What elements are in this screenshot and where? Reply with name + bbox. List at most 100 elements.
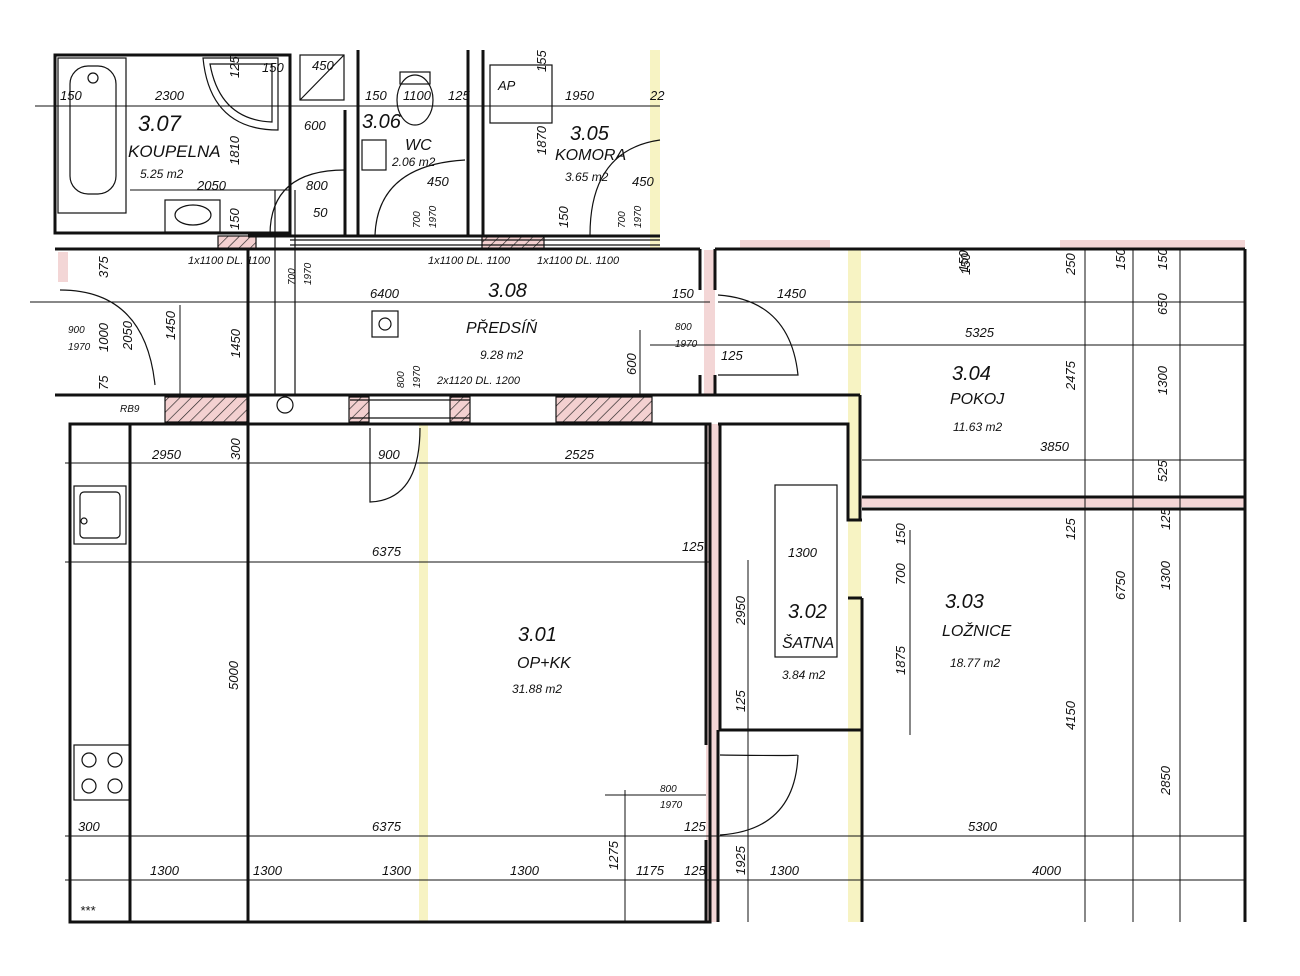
dimension-label: 6750: [1113, 570, 1128, 600]
dimension-label: 1925: [733, 845, 748, 875]
room-area: 31.88 m2: [512, 682, 562, 696]
dimension-label: 900: [378, 447, 400, 462]
dimension-label: 2300: [154, 88, 185, 103]
dimension-label: 900: [68, 325, 85, 336]
dimension-label: 6400: [370, 286, 400, 301]
dimension-label: 800: [396, 371, 407, 388]
dimension-label: 125: [448, 88, 470, 103]
dimension-label: 1970: [428, 205, 439, 228]
dimension-label: 5000: [226, 660, 241, 690]
dimension-label: 1950: [565, 88, 595, 103]
colored-strips: [58, 50, 1245, 922]
room-id: 3.08: [488, 280, 527, 302]
room-name: POKOJ: [950, 391, 1005, 408]
dimension-label: 150: [958, 253, 973, 275]
dimension-label: 700: [893, 563, 908, 585]
dimension-label: 1810: [227, 135, 242, 165]
dimension-label: 1100: [403, 88, 432, 103]
room-name: ŠATNA: [782, 633, 834, 652]
room-id: 3.05: [570, 123, 610, 145]
dimension-label: 1300: [1158, 560, 1173, 590]
dimension-texts: 150 2300 150 450 150 1100 125 1950 22 20…: [60, 58, 1070, 918]
dimension-label: 125: [733, 690, 748, 712]
room-labels: 3.07 KOUPELNA 5.25 m2 3.06 WC 2.06 m2 3.…: [128, 111, 1012, 696]
dimension-texts-vertical: 125 155 1810 150 1870 150 700 1970 700 1…: [96, 50, 1173, 875]
dimension-label: 1450: [228, 328, 243, 358]
dimension-label: 1300: [770, 863, 800, 878]
dimension-label: 125: [227, 56, 242, 78]
dimension-label: 150: [365, 88, 387, 103]
door-label: 1x1100 DL. 1100: [188, 255, 271, 267]
dimension-label: 1970: [675, 339, 698, 350]
dimension-label: 1175: [636, 863, 665, 878]
dimension-label: 1275: [606, 840, 621, 870]
dimension-label: 4000: [1032, 863, 1062, 878]
dimension-label: 125: [684, 819, 706, 834]
dimension-label: 600: [304, 118, 326, 133]
dimension-label: 1300: [1155, 365, 1170, 395]
dimension-label: 150: [227, 208, 242, 230]
dimension-label: 125: [1063, 518, 1078, 540]
dimension-label: 375: [96, 256, 111, 278]
door-label: 2x1120 DL. 1200: [436, 375, 521, 387]
dimension-label: 1300: [382, 863, 412, 878]
room-id: 3.01: [518, 624, 557, 646]
dimension-label: 700: [287, 268, 298, 285]
room-area: 3.65 m2: [565, 170, 609, 184]
dimension-label: 150: [262, 60, 284, 75]
dimension-label: 6375: [372, 819, 402, 834]
dimension-label: 800: [660, 784, 677, 795]
dimension-label: 150: [893, 523, 908, 545]
dimension-label: 125: [1158, 508, 1173, 530]
dimension-label: 1875: [893, 645, 908, 675]
room-id: 3.04: [952, 363, 991, 385]
dimension-label: 150: [1155, 248, 1170, 270]
dimension-label: 450: [312, 58, 334, 73]
dimension-label: 525: [1155, 460, 1170, 482]
dimension-label: 600: [624, 353, 639, 375]
room-name: OP+KK: [517, 655, 572, 672]
dimension-label: 1870: [534, 125, 549, 155]
fixtures: [57, 54, 838, 836]
dimension-label: 1300: [788, 545, 818, 560]
room-id: 3.06: [362, 111, 402, 133]
dimension-label: 450: [632, 174, 654, 189]
stars-label: ***: [80, 903, 96, 918]
dimension-label: 125: [684, 863, 706, 878]
room-name: PŘEDSÍŇ: [466, 318, 538, 337]
dimension-label: 1300: [150, 863, 180, 878]
dimension-label: 250: [1063, 253, 1078, 276]
dimension-label: 450: [427, 174, 449, 189]
dimension-label: 3850: [1040, 439, 1070, 454]
dimension-label: 650: [1155, 293, 1170, 315]
dimension-label: 1970: [303, 262, 314, 285]
dimension-label: 2050: [120, 320, 135, 351]
dimension-label: 300: [228, 438, 243, 460]
dimension-label: 2950: [151, 447, 182, 462]
room-name: LOŽNICE: [942, 621, 1012, 640]
dimension-label: 1970: [412, 365, 423, 388]
dimension-label: 1970: [68, 342, 91, 353]
dimension-label: 50: [313, 205, 328, 220]
room-area: 2.06 m2: [391, 155, 436, 169]
dimension-label: 75: [96, 375, 111, 390]
dimension-label: 700: [412, 211, 423, 228]
dimension-label: 1450: [163, 310, 178, 340]
room-name: KOUPELNA: [128, 142, 221, 161]
door-label: RB9: [120, 404, 140, 415]
dimension-label: 2050: [196, 178, 227, 193]
dimension-label: 2475: [1063, 360, 1078, 391]
dimension-label: 155: [534, 50, 549, 72]
dimension-label: 700: [617, 211, 628, 228]
walls: [53, 50, 1247, 924]
dimension-label: 1300: [253, 863, 283, 878]
dimension-label: 150: [1113, 248, 1128, 270]
dimension-label: 125: [682, 539, 704, 554]
door-label: 1x1100 DL. 1100: [537, 255, 620, 267]
dimension-label: 1300: [510, 863, 540, 878]
dimension-label: 1970: [633, 205, 644, 228]
dimension-label: 800: [306, 178, 328, 193]
room-id: 3.07: [138, 111, 182, 136]
dimension-label: 22: [649, 88, 665, 103]
